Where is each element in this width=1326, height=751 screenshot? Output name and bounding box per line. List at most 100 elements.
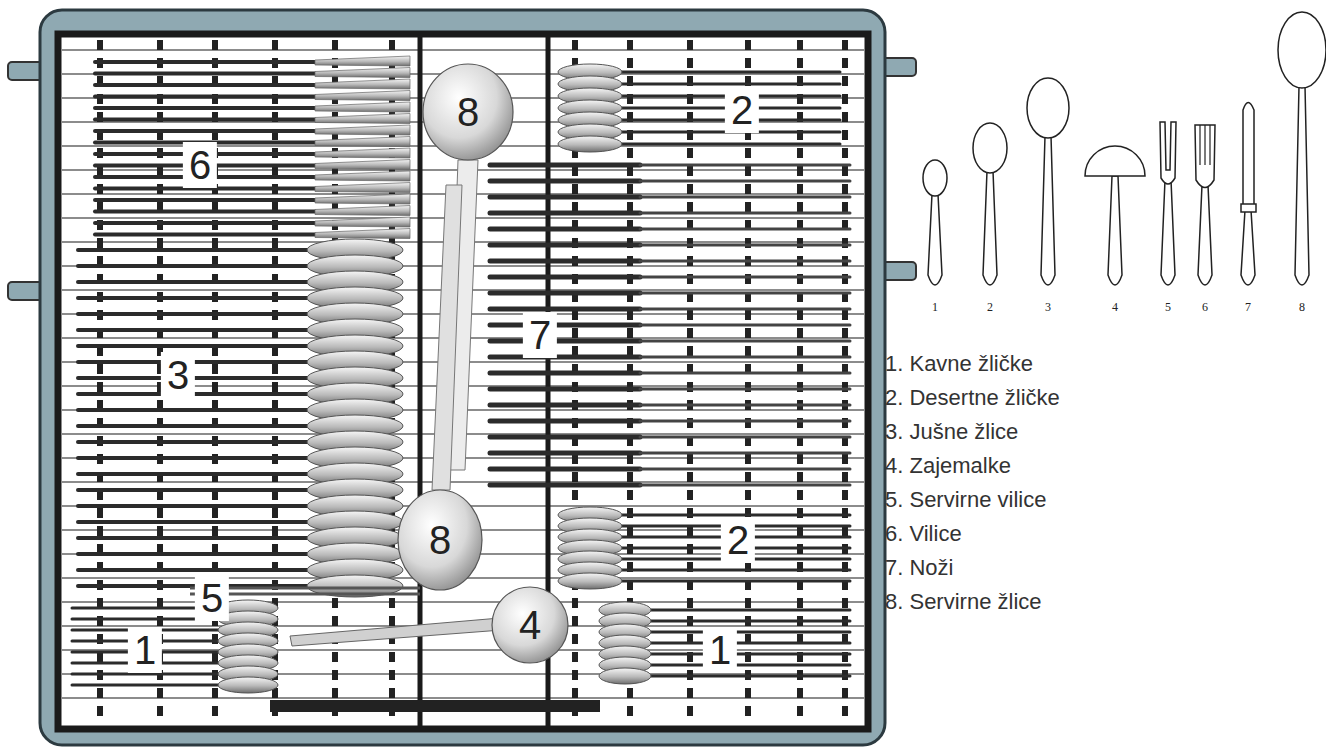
spoon-handle <box>650 675 850 678</box>
fork-head <box>315 91 410 101</box>
knife-blade <box>640 276 850 279</box>
spoon-handle <box>620 83 840 86</box>
sketch-handle <box>1241 210 1255 285</box>
spoon-handle <box>78 408 310 412</box>
sketch-serving-fork <box>1160 122 1176 184</box>
knife-blade <box>640 452 850 455</box>
list-item: 6. Vilice <box>885 523 962 545</box>
callout-number: 3 <box>161 352 195 398</box>
list-item: 8. Servirne žlice <box>885 591 1042 613</box>
spoon-handle <box>78 552 310 556</box>
spoon-handle <box>78 248 310 252</box>
knife-blade <box>640 164 850 167</box>
fork-head <box>315 79 410 89</box>
fork-head <box>315 183 410 193</box>
fork-head <box>315 56 410 66</box>
spoon-handle <box>78 296 310 300</box>
knife-handle <box>490 387 640 392</box>
sketch-handle <box>1108 176 1122 285</box>
fork-handle <box>95 198 315 202</box>
sketch-number: 4 <box>1111 301 1119 313</box>
knife-blade <box>640 180 850 183</box>
fork-handle <box>95 118 315 122</box>
sketch-fork-tine <box>1204 125 1205 165</box>
knife-handle <box>490 211 640 216</box>
serving-spoon-handle <box>432 185 462 490</box>
spoon-bowl <box>558 573 622 589</box>
spoon-handle <box>78 328 310 332</box>
callout-number: 7 <box>523 312 557 358</box>
spoon-handle <box>620 71 840 74</box>
tray-wire <box>62 49 864 51</box>
ladle-handle <box>290 618 502 646</box>
fork-head <box>315 206 410 216</box>
spoon-handle <box>620 569 850 572</box>
knife-handle <box>490 291 640 296</box>
callout-number: 8 <box>457 92 479 132</box>
knife-handle <box>490 307 640 312</box>
knife-blade <box>640 436 850 439</box>
fork-handle <box>95 95 315 99</box>
callout-number: 6 <box>183 142 217 188</box>
spoon-handle <box>78 488 310 492</box>
fork-head <box>315 137 410 147</box>
fork-handle <box>95 60 315 64</box>
spoon-handle <box>78 424 310 428</box>
spoon-handle <box>650 642 850 645</box>
spoon-handle <box>78 344 310 348</box>
spoon-handle <box>650 664 850 667</box>
tray-inner <box>58 34 868 729</box>
fork-head <box>315 125 410 135</box>
sketch-handle <box>928 194 942 285</box>
fork-head <box>315 171 410 181</box>
knife-blade <box>640 196 850 199</box>
knife-handle <box>490 451 640 456</box>
callout-number: 2 <box>725 87 759 133</box>
spoon-handle <box>620 143 840 146</box>
knife-handle <box>490 275 640 280</box>
fork-handle <box>95 129 315 133</box>
fork-head <box>315 217 410 227</box>
knife-blade <box>640 356 850 359</box>
sketch-handle <box>1161 180 1175 285</box>
list-item: 5. Servirne vilice <box>885 489 1046 511</box>
sketch-fork-tine <box>1209 125 1210 165</box>
spoon-handle <box>78 440 310 444</box>
tray-wire <box>62 601 864 603</box>
sketch-knife <box>1243 103 1254 206</box>
sketch-ladle <box>1085 146 1145 176</box>
sketch-handle <box>1041 136 1055 285</box>
serving-spoon-bowl <box>423 64 513 160</box>
tray-divider <box>418 36 423 726</box>
spoon-handle <box>650 609 850 612</box>
knife-handle <box>490 355 640 360</box>
fork-handle <box>95 221 315 225</box>
spoon-handle <box>78 264 310 268</box>
callout-number: 2 <box>721 517 755 563</box>
sketch-number: 5 <box>1164 301 1172 313</box>
tray-frame <box>40 10 885 745</box>
tray-foot <box>270 700 600 712</box>
sketch-spoon-bowl <box>973 123 1007 173</box>
knife-blade <box>640 388 850 391</box>
fork-handle <box>95 233 315 237</box>
knife-blade <box>640 244 850 247</box>
sketch-handle <box>983 171 997 285</box>
sketch-number: 3 <box>1044 301 1052 313</box>
knife-handle <box>490 179 640 184</box>
knife-handle <box>490 163 640 168</box>
fork-head <box>315 148 410 158</box>
sketch-fork <box>1195 125 1215 188</box>
knife-handle <box>490 371 640 376</box>
fork-head <box>315 68 410 78</box>
sketch-number: 6 <box>1201 301 1209 313</box>
sketch-number: 7 <box>1244 301 1252 313</box>
fork-handle <box>95 210 315 214</box>
ladle-bowl <box>492 587 568 663</box>
knife-blade <box>640 420 850 423</box>
knife-handle <box>490 419 640 424</box>
cutlery-tray <box>8 10 916 745</box>
spoon-handle <box>78 312 310 316</box>
spoon-handle <box>78 520 310 524</box>
